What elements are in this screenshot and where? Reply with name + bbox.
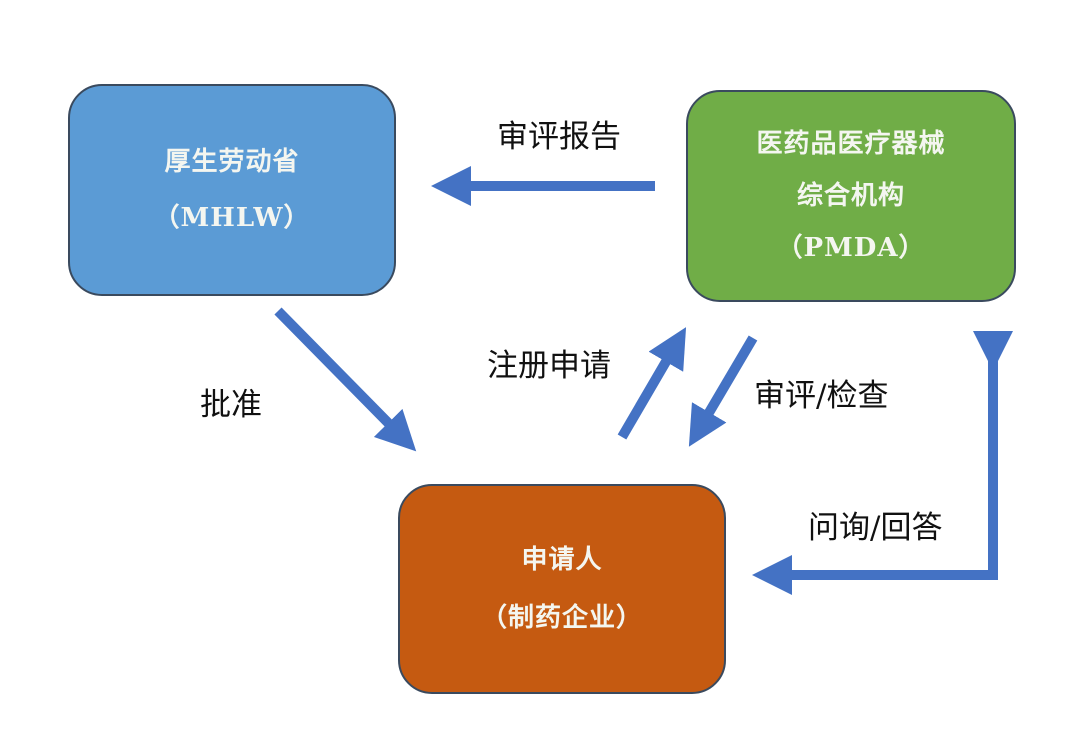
node-pmda: 医药品医疗器械 综合机构 （PMDA） <box>686 90 1016 302</box>
label-approval: 批准 <box>200 387 262 423</box>
applicant-detail: （制药企业） <box>480 603 643 633</box>
arrow-registration <box>617 327 687 440</box>
label-review-report: 审评报告 <box>497 119 621 155</box>
label-review-inspection: 审评/检查 <box>754 378 889 414</box>
node-mhlw: 厚生劳动省 （MHLW） <box>68 84 396 296</box>
mhlw-name: 厚生劳动省 <box>164 147 300 177</box>
applicant-name: 申请人 <box>521 545 603 575</box>
pmda-name-line1: 医药品医疗器械 <box>756 129 946 159</box>
label-registration: 注册申请 <box>487 348 611 384</box>
arrow-approval <box>274 307 417 452</box>
mhlw-abbr: （MHLW） <box>153 203 311 233</box>
pmda-name-line2: 综合机构 <box>796 181 905 211</box>
node-applicant: 申请人 （制药企业） <box>398 484 726 694</box>
pmda-abbr: （PMDA） <box>776 233 926 263</box>
arrow-inquiry-answer <box>752 330 1013 595</box>
arrow-review-inspection <box>688 335 758 447</box>
label-inquiry-answer: 问询/回答 <box>808 510 943 546</box>
